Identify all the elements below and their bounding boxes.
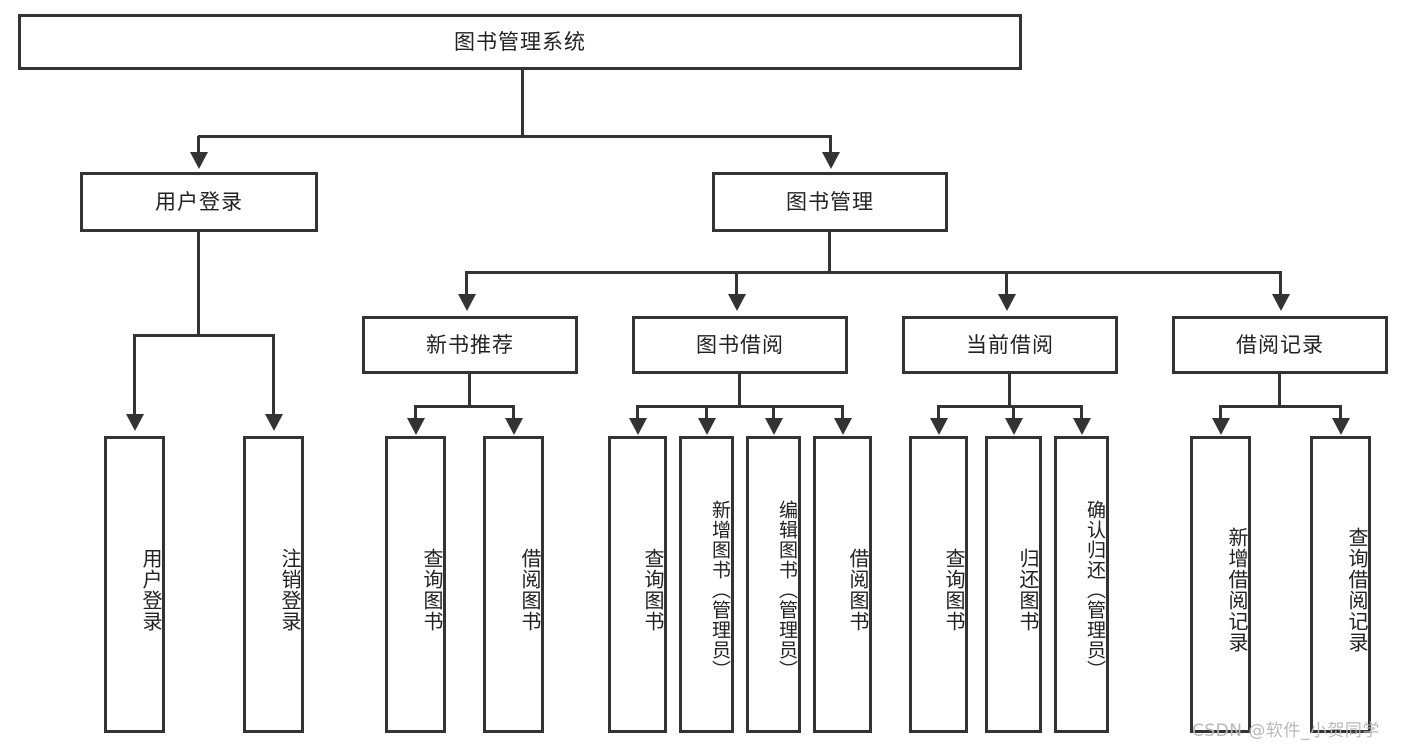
arrow-bm-to-br — [1272, 294, 1290, 311]
connector-cb-bar — [938, 405, 1083, 408]
arrow-root-to-user-login — [190, 152, 208, 169]
arrow-bb-to-leaf2 — [698, 418, 716, 435]
node-user-login[interactable]: 用户登录 — [80, 172, 318, 232]
arrow-br-to-leaf2 — [1332, 418, 1350, 435]
node-label: 注销登录 — [278, 547, 302, 632]
connector-br-bar — [1220, 405, 1341, 408]
node-label: 借阅记录 — [1236, 332, 1324, 357]
node-leaf-query-borrow-record[interactable]: 查询借阅记录 — [1310, 436, 1371, 733]
connector-user-login-to-leaf2 — [272, 334, 275, 418]
connector-cb-stem — [1008, 374, 1011, 406]
arrow-cb-to-leaf3 — [1073, 418, 1091, 435]
node-label: 查询借阅记录 — [1345, 526, 1369, 653]
connector-user-login-stem — [197, 232, 200, 335]
csdn-watermark: CSDN @软件_小贺同学 — [1192, 721, 1380, 741]
arrow-cb-to-leaf1 — [930, 418, 948, 435]
connector-br-to-leaf2 — [1339, 405, 1342, 421]
connector-cb-to-leaf2 — [1012, 405, 1015, 421]
connector-cb-to-leaf3 — [1080, 405, 1083, 421]
connector-br-stem — [1278, 374, 1281, 406]
node-leaf-query-book-borrow[interactable]: 查询图书 — [608, 436, 667, 733]
arrow-nbr-to-leaf2 — [505, 418, 523, 435]
node-label: 图书管理系统 — [454, 29, 586, 54]
connector-bm-to-bb — [735, 271, 738, 297]
arrow-user-login-to-leaf2 — [265, 414, 283, 431]
connector-nbr-to-leaf1 — [414, 405, 417, 421]
node-label: 图书管理 — [786, 189, 874, 214]
node-label: 归还图书 — [1016, 547, 1040, 632]
node-label: 借阅图书 — [518, 547, 542, 632]
arrow-bb-to-leaf1 — [629, 418, 647, 435]
connector-bb-to-leaf3 — [772, 405, 775, 421]
node-leaf-logout[interactable]: 注销登录 — [243, 436, 304, 733]
arrow-cb-to-leaf2 — [1005, 418, 1023, 435]
node-label: 编辑图书（管理员） — [776, 499, 798, 680]
arrow-user-login-to-leaf1 — [126, 414, 144, 431]
node-current-borrow[interactable]: 当前借阅 — [902, 316, 1118, 374]
connector-root-to-book-manage — [829, 136, 832, 158]
arrow-bm-to-bb — [728, 294, 746, 311]
connector-nbr-bar — [415, 405, 514, 408]
connector-cb-to-leaf1 — [937, 405, 940, 421]
connector-book-manage-bar — [466, 271, 1282, 274]
arrow-bb-to-leaf3 — [765, 418, 783, 435]
node-leaf-user-login[interactable]: 用户登录 — [104, 436, 165, 733]
node-leaf-query-book-new-recommend[interactable]: 查询图书 — [385, 436, 446, 733]
arrow-nbr-to-leaf1 — [407, 418, 425, 435]
node-root-book-management-system[interactable]: 图书管理系统 — [18, 14, 1022, 70]
node-new-book-recommend[interactable]: 新书推荐 — [362, 316, 578, 374]
arrow-bm-to-nbr — [458, 294, 476, 311]
node-label: 当前借阅 — [966, 332, 1054, 357]
node-leaf-edit-book-admin[interactable]: 编辑图书（管理员） — [746, 436, 801, 733]
connector-bm-to-cb — [1005, 271, 1008, 297]
node-book-management[interactable]: 图书管理 — [712, 172, 948, 232]
connector-book-manage-stem — [828, 232, 831, 272]
node-leaf-confirm-return-admin[interactable]: 确认归还（管理员） — [1054, 436, 1109, 733]
connector-bm-to-br — [1279, 271, 1282, 297]
node-borrow-record[interactable]: 借阅记录 — [1172, 316, 1388, 374]
connector-root-to-user-login — [197, 136, 200, 158]
node-label: 确认归还（管理员） — [1084, 499, 1106, 680]
node-book-borrow[interactable]: 图书借阅 — [632, 316, 848, 374]
node-label: 新增借阅记录 — [1225, 526, 1249, 653]
node-label: 查询图书 — [942, 547, 966, 632]
node-label: 查询图书 — [641, 547, 665, 632]
connector-bb-to-leaf1 — [636, 405, 639, 421]
node-leaf-borrow-book[interactable]: 借阅图书 — [813, 436, 872, 733]
connector-bb-to-leaf2 — [705, 405, 708, 421]
node-label: 用户登录 — [155, 189, 243, 214]
node-label: 用户登录 — [139, 547, 163, 632]
arrow-bm-to-cb — [998, 294, 1016, 311]
node-label: 借阅图书 — [846, 547, 870, 632]
arrow-br-to-leaf1 — [1212, 418, 1230, 435]
node-leaf-add-borrow-record[interactable]: 新增借阅记录 — [1190, 436, 1251, 733]
node-leaf-return-book[interactable]: 归还图书 — [985, 436, 1042, 733]
node-leaf-query-book-current[interactable]: 查询图书 — [909, 436, 968, 733]
node-label: 图书借阅 — [696, 332, 784, 357]
arrow-bb-to-leaf4 — [834, 418, 852, 435]
connector-root-stem — [521, 70, 524, 136]
connector-nbr-to-leaf2 — [512, 405, 515, 421]
node-label: 新书推荐 — [426, 332, 514, 357]
node-label: 查询图书 — [420, 547, 444, 632]
connector-bm-to-nbr — [465, 271, 468, 297]
connector-bb-stem — [738, 374, 741, 406]
arrow-root-to-book-manage — [822, 152, 840, 169]
node-leaf-borrow-book-new-recommend[interactable]: 借阅图书 — [483, 436, 544, 733]
connector-user-login-to-leaf1 — [133, 334, 136, 418]
connector-nbr-stem — [468, 374, 471, 406]
connector-bb-to-leaf4 — [841, 405, 844, 421]
node-label: 新增图书（管理员） — [709, 499, 731, 680]
connector-br-to-leaf1 — [1219, 405, 1222, 421]
connector-bb-bar — [637, 405, 844, 408]
node-leaf-add-book-admin[interactable]: 新增图书（管理员） — [679, 436, 734, 733]
connector-user-login-bar — [134, 334, 274, 337]
connector-root-bar — [198, 135, 832, 138]
